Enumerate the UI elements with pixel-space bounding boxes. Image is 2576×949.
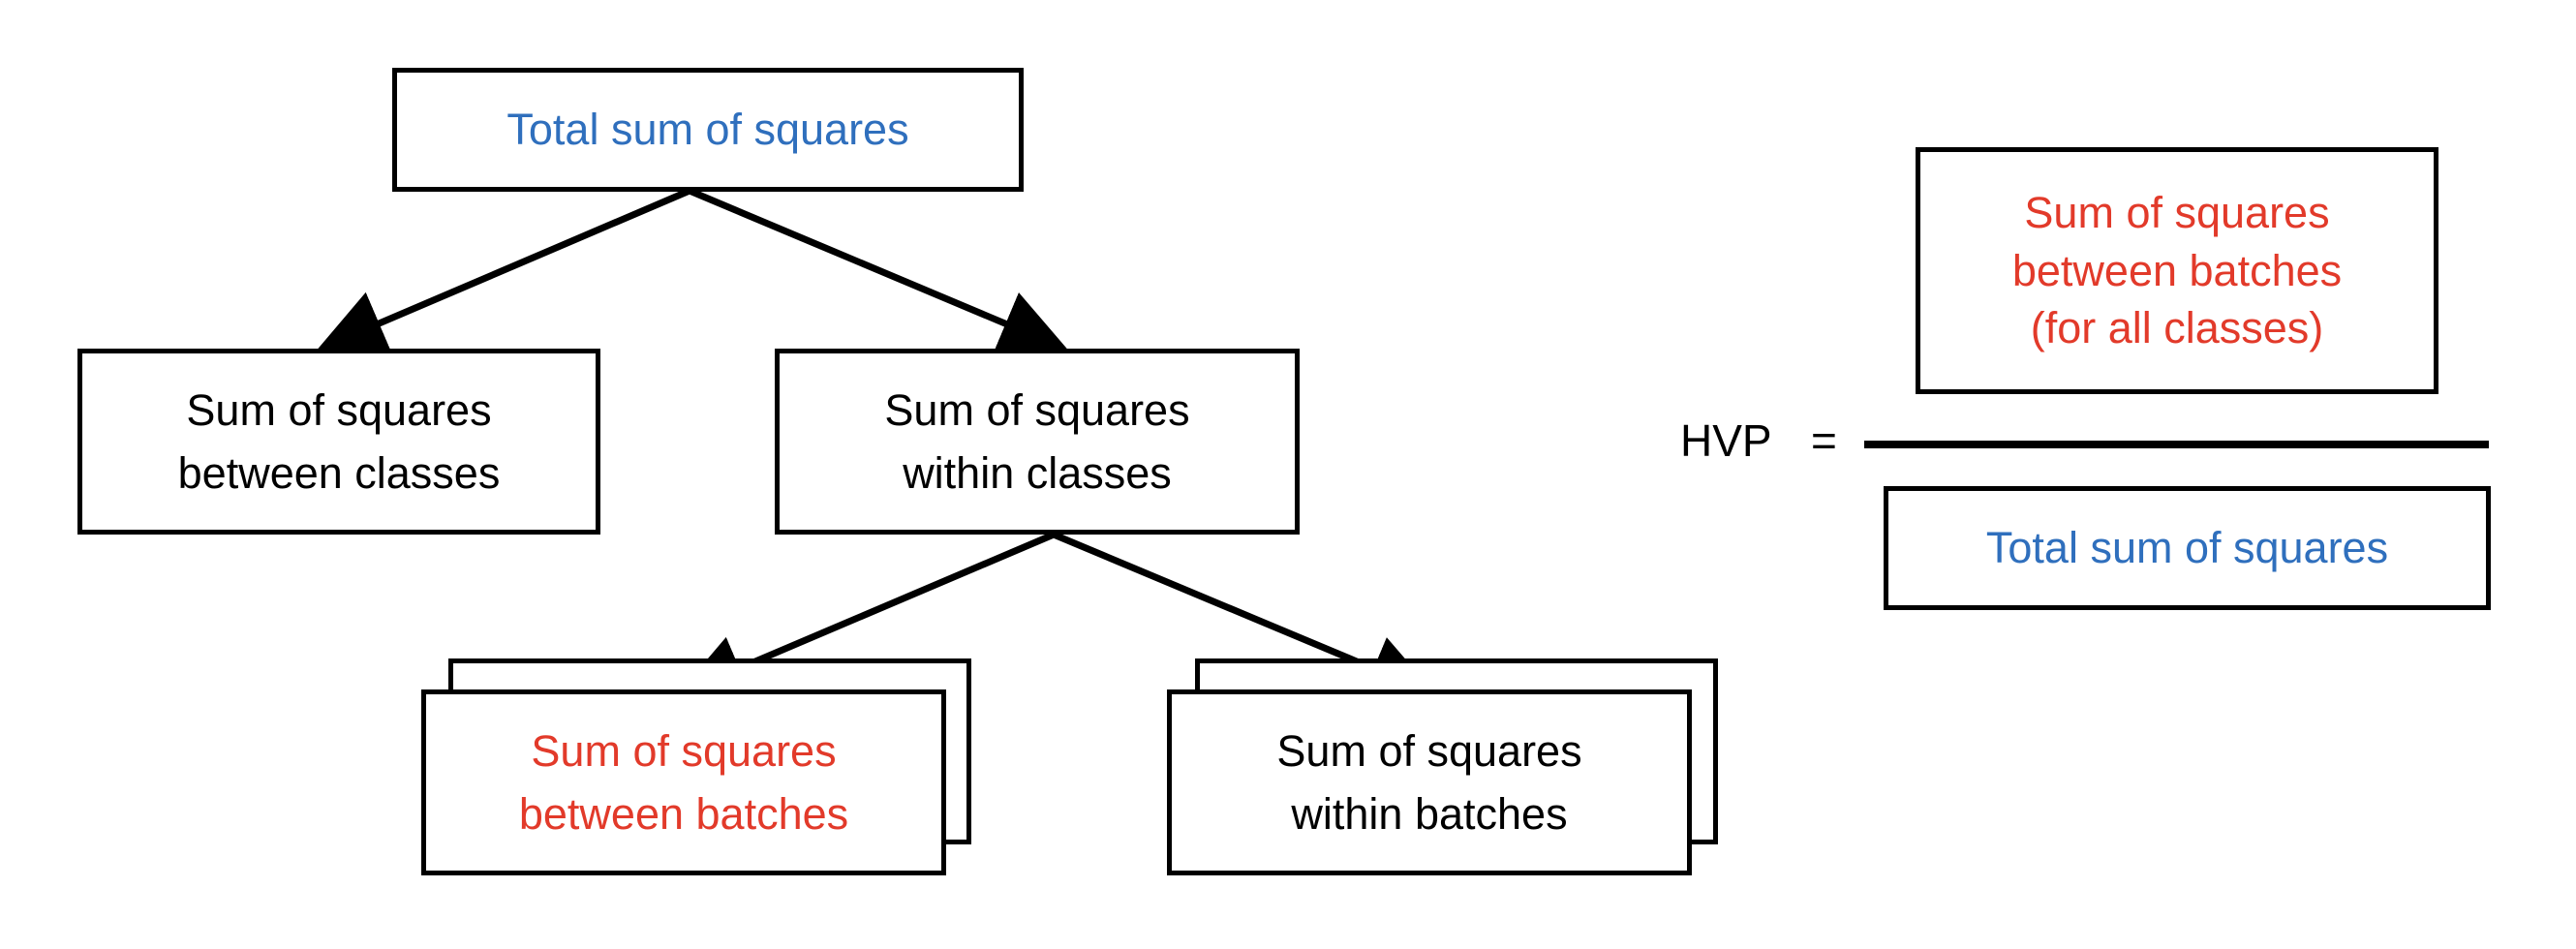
between-classes-line-1: Sum of squares: [186, 384, 492, 435]
numerator-line-3: (for all classes): [2030, 303, 2324, 353]
total-sum-of-squares-label: Total sum of squares: [506, 105, 909, 155]
between-classes-line-2: between classes: [177, 448, 501, 498]
numerator-line-2: between batches: [2011, 245, 2343, 295]
hvp-numerator-box: Sum of squares between batches (for all …: [1916, 147, 2438, 394]
arrow-total-to-within-classes: [688, 187, 1068, 355]
arrow-total-to-between-classes: [317, 187, 691, 355]
within-batches-line-2: within batches: [1291, 789, 1568, 839]
total-sum-of-squares-box: Total sum of squares: [392, 68, 1024, 192]
hvp-label: HVP: [1680, 415, 1772, 466]
within-batches-line-1: Sum of squares: [1276, 725, 1582, 776]
denominator-label: Total sum of squares: [1985, 523, 2389, 573]
between-classes-box: Sum of squares between classes: [77, 349, 600, 535]
within-batches-box: Sum of squares within batches: [1167, 689, 1692, 875]
within-classes-line-2: within classes: [903, 448, 1172, 498]
numerator-line-1: Sum of squares: [2024, 187, 2330, 237]
between-batches-line-2: between batches: [518, 789, 849, 839]
hvp-denominator-box: Total sum of squares: [1884, 486, 2491, 610]
within-classes-line-1: Sum of squares: [884, 384, 1190, 435]
fraction-bar: [1864, 441, 2489, 448]
between-batches-line-1: Sum of squares: [531, 725, 837, 776]
between-batches-box: Sum of squares between batches: [421, 689, 946, 875]
equals-sign: =: [1811, 415, 1837, 466]
within-classes-box: Sum of squares within classes: [775, 349, 1300, 535]
